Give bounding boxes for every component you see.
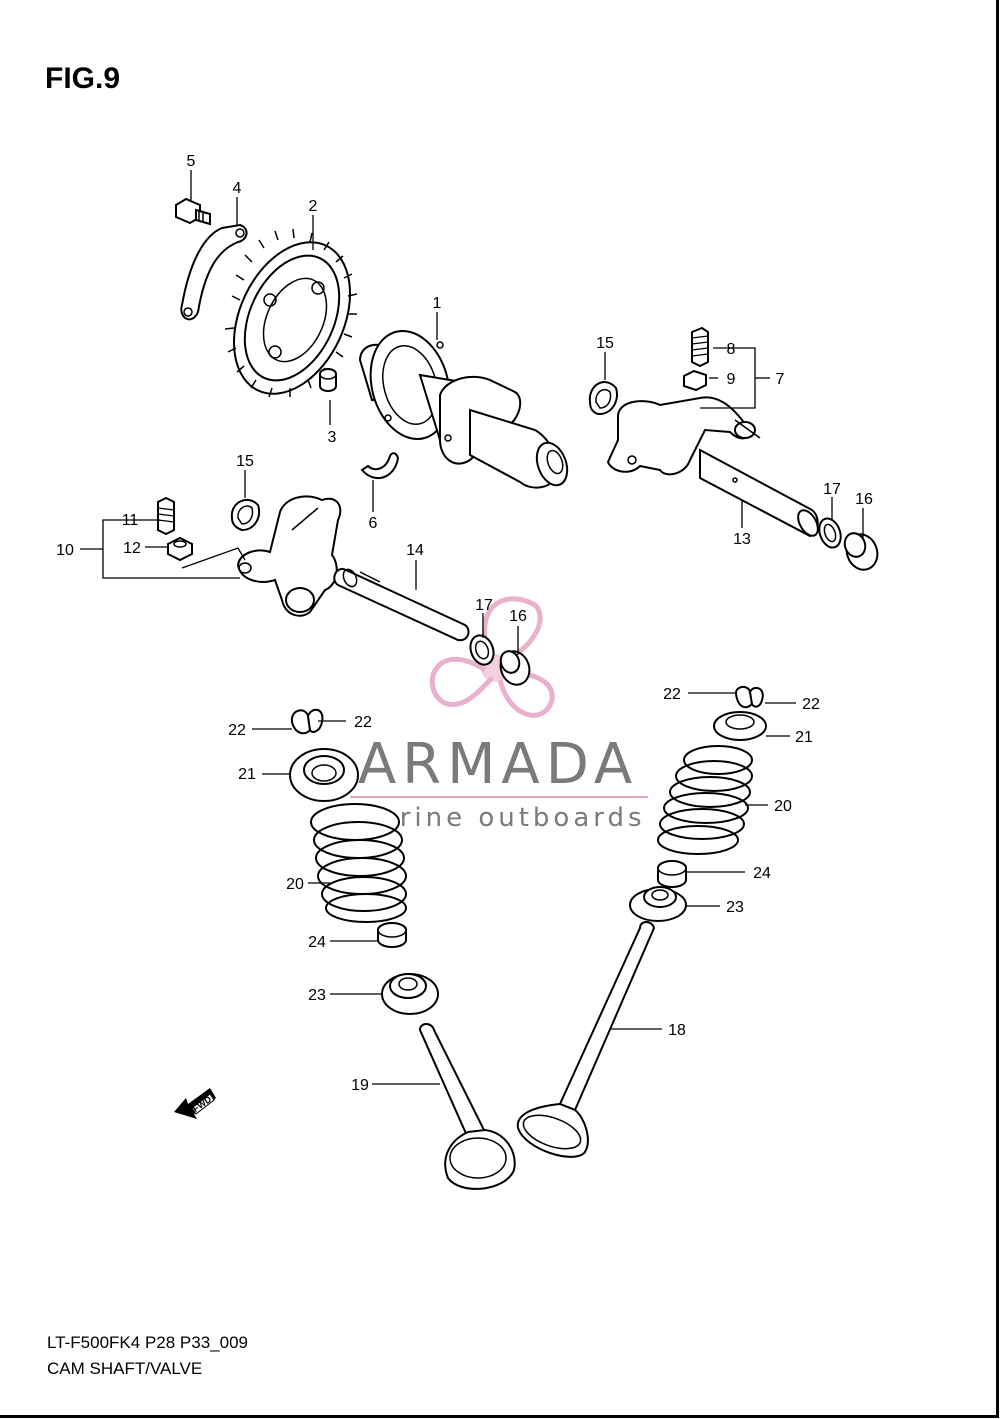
part-cotter-22-left (290, 708, 324, 735)
part-plug-16-left (499, 650, 531, 686)
callout-21-right: 21 (795, 729, 813, 746)
part-retainer-21-right (713, 711, 767, 741)
section-name: CAM SHAFT/VALVE (47, 1359, 203, 1378)
part-stem-seal-24-left (377, 922, 407, 948)
part-retainer-21-left (289, 748, 359, 802)
watermark-brand: ARMADA (358, 732, 638, 797)
part-lock-nut-9 (683, 369, 707, 392)
callout-17-left: 17 (475, 597, 493, 614)
callout-4: 4 (233, 180, 242, 197)
callout-8: 8 (727, 341, 736, 358)
callout-23-left: 23 (308, 987, 326, 1004)
part-intake-valve-18 (516, 921, 656, 1158)
model-code: LT-F500FK4 P28 P33_009 (47, 1333, 248, 1352)
part-rocker-arm-7 (606, 396, 761, 476)
part-rocker-shaft-13 (699, 448, 819, 538)
callout-6: 6 (369, 515, 378, 532)
callout-16-left: 16 (509, 608, 527, 625)
part-o-ring-15-right (588, 381, 618, 416)
callout-11: 11 (122, 512, 139, 529)
part-lock-nut-12 (167, 536, 193, 562)
part-spring-20-right (657, 745, 753, 855)
callout-23-right: 23 (726, 899, 744, 916)
part-exhaust-valve-19 (418, 1023, 516, 1190)
part-o-ring-15-left (230, 499, 260, 532)
part-spring-20-left (310, 803, 407, 923)
callout-20-right: 20 (774, 798, 792, 815)
callout-17-right: 17 (823, 481, 841, 498)
part-plug-16-right (843, 532, 879, 571)
callout-20-left: 20 (286, 876, 304, 893)
callout-18: 18 (668, 1022, 686, 1039)
callout-5: 5 (187, 153, 196, 170)
callout-14: 14 (406, 542, 424, 559)
part-cotter-22-right (735, 686, 764, 709)
part-adjust-screw-11 (157, 496, 175, 536)
part-stem-seal-24-right (657, 860, 687, 888)
callout-19: 19 (351, 1077, 369, 1094)
callout-labels: 5 4 2 1 3 6 15 8 9 7 17 16 13 15 11 12 1… (56, 153, 873, 1094)
callout-24-left: 24 (308, 934, 326, 951)
callout-13: 13 (733, 531, 751, 548)
part-rocker-arm-10 (236, 495, 342, 617)
callout-1: 1 (433, 295, 442, 312)
callout-21-left: 21 (238, 766, 256, 783)
callout-22-right-a: 22 (663, 686, 681, 703)
callout-7: 7 (776, 371, 785, 388)
part-retainer-clip-6 (360, 452, 400, 480)
part-rocker-shaft-14 (333, 568, 470, 642)
part-oil-seal-17-left (469, 634, 495, 666)
callout-10: 10 (56, 542, 74, 559)
part-camshaft-1 (358, 329, 569, 489)
part-cam-sprocket-2 (224, 228, 358, 398)
callout-15-right: 15 (596, 335, 614, 352)
callout-9: 9 (727, 371, 736, 388)
part-plate-4 (180, 223, 248, 321)
part-adjust-screw-8 (691, 326, 709, 368)
callout-22-left-a: 22 (228, 722, 246, 739)
callout-24-right: 24 (753, 865, 771, 882)
callout-3: 3 (328, 429, 337, 446)
callout-22-left-b: 22 (354, 714, 372, 731)
part-oil-seal-17-right (818, 517, 842, 549)
callout-12: 12 (123, 540, 141, 557)
part-spring-seat-23-right (629, 886, 687, 922)
figure-title: FIG.9 (45, 62, 121, 95)
callout-16-right: 16 (855, 491, 873, 508)
callout-15-left: 15 (236, 453, 254, 470)
part-bolt-5 (175, 197, 211, 226)
callout-22-right-b: 22 (802, 696, 820, 713)
part-spring-seat-23-left (381, 973, 439, 1015)
callout-2: 2 (309, 198, 318, 215)
part-dowel-pin-3 (319, 368, 337, 392)
leader-lines (80, 170, 864, 1085)
fwd-arrow-icon: FWD (174, 1088, 216, 1119)
